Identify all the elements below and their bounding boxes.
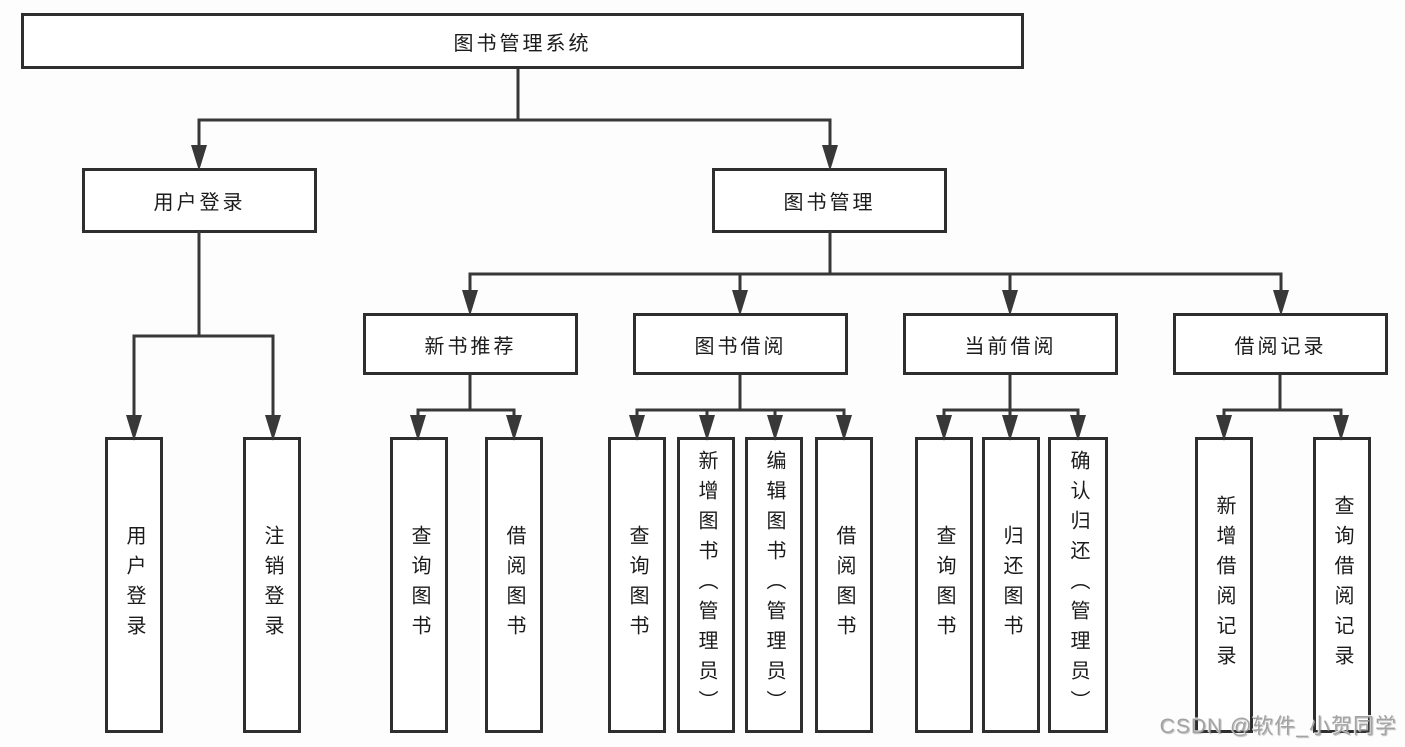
node-label: 确认归还（管理员） — [1067, 450, 1089, 720]
node-label: 当前借阅 — [964, 335, 1057, 358]
connector-line — [197, 118, 832, 156]
watermark: CSDN @软件_小贺同学 — [1159, 715, 1397, 738]
connector-line — [1222, 408, 1343, 425]
node-label: 图书管理系统 — [453, 32, 592, 55]
node-leaf-user-login: 用户登录 — [105, 437, 163, 733]
node-new-book-recommendation: 新书推荐 — [363, 313, 578, 375]
connector-line — [416, 408, 516, 425]
node-library-management-system: 图书管理系统 — [21, 13, 1024, 69]
node-label: 归还图书 — [1000, 525, 1022, 645]
node-label: 新增借阅记录 — [1213, 495, 1235, 675]
node-leaf-query-borrow-record: 查询借阅记录 — [1313, 437, 1371, 733]
node-label: 新书推荐 — [424, 335, 517, 358]
node-label: 图书借阅 — [694, 335, 787, 358]
node-leaf-borrow-query-books: 查询图书 — [608, 437, 666, 733]
node-leaf-edit-books-admin: 编辑图书（管理员） — [745, 437, 803, 733]
node-leaf-current-query-books: 查询图书 — [915, 437, 973, 733]
node-label: 借阅图书 — [503, 525, 525, 645]
node-leaf-logout: 注销登录 — [243, 437, 301, 733]
node-label: 图书管理 — [783, 192, 876, 214]
connector-line — [942, 408, 1080, 425]
connector-line — [132, 334, 275, 425]
node-current-borrowing: 当前借阅 — [903, 313, 1118, 375]
node-label: 查询图书 — [626, 525, 648, 645]
node-label: 用户登录 — [123, 525, 145, 645]
node-leaf-confirm-return-admin: 确认归还（管理员） — [1048, 437, 1108, 733]
node-label: 编辑图书（管理员） — [763, 450, 785, 720]
connector-line — [468, 272, 1283, 301]
node-label: 注销登录 — [261, 525, 283, 645]
node-book-management: 图书管理 — [712, 168, 947, 233]
node-label: 查询借阅记录 — [1331, 495, 1353, 675]
node-book-borrowing: 图书借阅 — [633, 313, 848, 375]
node-leaf-return-books: 归还图书 — [982, 437, 1040, 733]
node-leaf-add-borrow-record: 新增借阅记录 — [1195, 437, 1253, 733]
node-leaf-recommend-borrow-books: 借阅图书 — [485, 437, 543, 733]
node-borrowing-records: 借阅记录 — [1173, 313, 1388, 375]
node-leaf-recommend-query-books: 查询图书 — [390, 437, 448, 733]
node-label: 借阅图书 — [833, 525, 855, 645]
node-label: 查询图书 — [933, 525, 955, 645]
node-user-login: 用户登录 — [82, 168, 317, 233]
node-leaf-add-books-admin: 新增图书（管理员） — [677, 437, 735, 733]
node-leaf-borrow-books: 借阅图书 — [815, 437, 873, 733]
node-label: 用户登录 — [153, 192, 246, 214]
node-label: 借阅记录 — [1234, 335, 1327, 358]
node-label: 新增图书（管理员） — [695, 450, 717, 720]
node-label: 查询图书 — [408, 525, 430, 645]
connector-line — [635, 408, 846, 425]
